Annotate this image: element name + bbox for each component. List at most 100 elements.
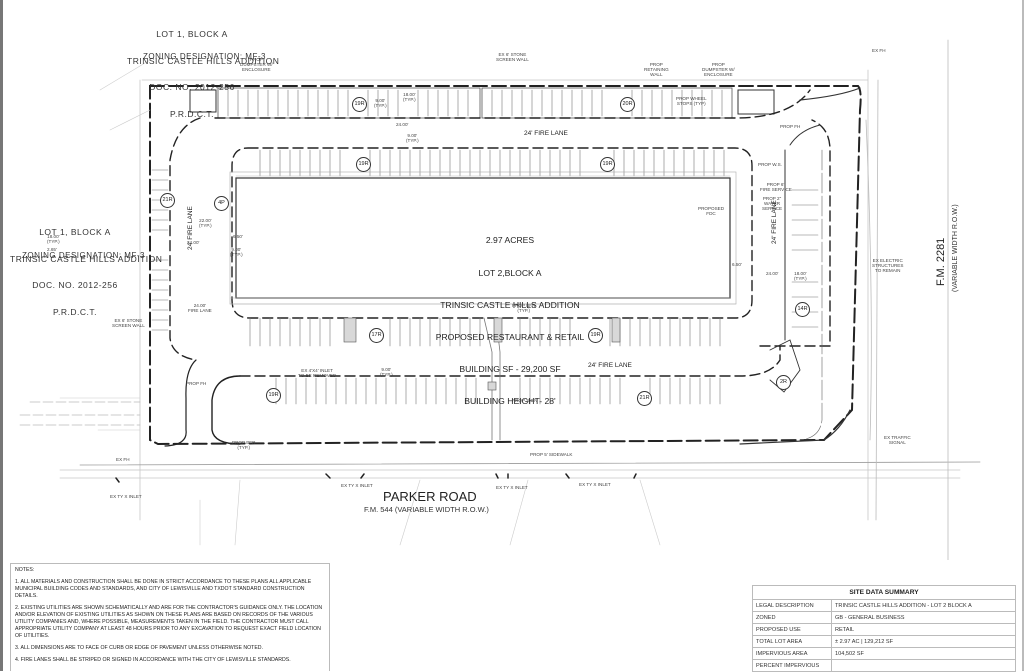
parking-tag: 19R — [356, 157, 371, 172]
site-building-height: BUILDING HEIGHT- 28' — [464, 396, 556, 407]
dimension-label: 24.00' — [396, 122, 409, 127]
callout-prop-fh-ne: PROP FH — [780, 124, 801, 129]
summary-label: TOTAL LOT AREA — [752, 635, 832, 648]
note-item: 1. ALL MATERIALS AND CONSTRUCTION SHALL … — [15, 579, 312, 600]
dimension-label: 9.00' (TYP.) — [374, 98, 387, 109]
callout-fire-service: PROP 6" FIRE SERVICE — [760, 182, 792, 193]
parking-tag: 17R — [369, 328, 384, 343]
callout-water-service: PROP 2" WATER SERVICE — [762, 196, 783, 212]
dimension-label: 9.00' (TYP.) — [406, 133, 419, 144]
site-description-label: 2.97 ACRES LOT 2,BLOCK A TRINSIC CASTLE … — [380, 214, 640, 418]
callout-bfr-sw: PROP BFR (TYP.) — [232, 440, 256, 451]
callout-inlet-sw: EX TY X INLET — [110, 494, 142, 499]
dimension-label: 24.00' FIRE LANE — [188, 303, 212, 314]
notes-panel: NOTES: 1. ALL MATERIALS AND CONSTRUCTION… — [10, 563, 330, 671]
summary-value: TRINSIC CASTLE HILLS ADDITION - LOT 2 BL… — [831, 599, 1016, 612]
fire-lane-north-label: 24' FIRE LANE — [524, 130, 568, 137]
callout-prop-fh-sw: PROP FH — [186, 381, 207, 386]
dimension-label: 2.65' — [47, 247, 57, 252]
property-boundary — [149, 85, 862, 446]
site-acres: 2.97 ACRES — [485, 235, 535, 246]
callout-retaining-wall: PROP RETAINING WALL — [644, 62, 669, 78]
parking-tag: 19R — [588, 328, 603, 343]
dimension-label: 9.00' (TYP.) — [230, 247, 243, 258]
dimension-label: 24.00' — [187, 240, 200, 245]
left-parcel-line: P.R.D.C.T. — [52, 307, 98, 318]
summary-value: RETAIL — [831, 623, 1016, 636]
note-item: 4. FIRE LANES SHALL BE STRIPED OR SIGNED… — [15, 657, 291, 664]
parking-tag: 19R — [266, 388, 281, 403]
callout-screen-wall-north: EX 6' STONE SCREEN WALL — [496, 52, 529, 63]
callout-dumpster-west: PROP DUMPSTER W/ ENCLOSURE — [240, 57, 273, 73]
page-right-border — [1022, 0, 1024, 671]
dimension-label: 6.50' — [732, 262, 742, 267]
callout-electric-structures: EX ELECTRIC STRUCTURES TO REMAIN — [872, 258, 904, 274]
left-zoning-label: ZONING DESIGNATION: MF-3 — [22, 251, 145, 260]
callout-wheel-stops: PROP WHEEL STOPS (TYP) — [676, 96, 707, 107]
callout-fdc: PROPOSED FDC — [698, 206, 725, 217]
callout-prop-sign: PROP SIGN — [512, 398, 538, 403]
parker-road-label: PARKER ROAD — [383, 489, 477, 504]
top-parcel-line: DOC. NO. 2012-256 — [149, 82, 235, 93]
note-item: 3. ALL DIMENSIONS ARE TO FACE OF CURB OR… — [15, 645, 263, 652]
parking-tag: 20R — [620, 97, 635, 112]
callout-dumpster-east: PROP DUMPSTER W/ ENCLOSURE — [702, 62, 735, 78]
top-zoning-label: ZONING DESIGNATION: MF-3 — [143, 52, 266, 61]
callout-screen-wall-west: EX 6' STONE SCREEN WALL — [112, 318, 145, 329]
site-addition: TRINSIC CASTLE HILLS ADDITION — [440, 299, 580, 310]
summary-value: ± 2.97 AC | 129,212 SF — [831, 635, 1016, 648]
parking-tag: 2R — [776, 375, 791, 390]
dimension-label: 18.00' (TYP.) — [403, 92, 416, 103]
parker-road-sub-label: F.M. 544 (VARIABLE WIDTH R.O.W.) — [364, 505, 489, 514]
fm-2281-label: F.M. 2281 — [935, 237, 947, 286]
table-row: TOTAL LOT AREA± 2.97 AC | 129,212 SF — [752, 635, 1016, 648]
page-left-border — [0, 0, 3, 671]
parking-tag: 19R — [352, 97, 367, 112]
parking-tag: 21R — [637, 391, 652, 406]
callout-inlet-removed: EX 4'X4' INLET TO BE REMOVED — [298, 368, 337, 379]
fm-2281-sub-label: (VARIABLE WIDTH R.O.W.) — [952, 204, 959, 292]
dimension-label: 6.50' — [233, 234, 243, 239]
site-use: PROPOSED RESTAURANT & RETAIL — [435, 332, 585, 343]
left-parcel-label: LOT 1, BLOCK A TRINSIC CASTLE HILLS ADDI… — [10, 210, 163, 326]
table-row: PERCENT IMPERVIOUS — [752, 659, 1016, 672]
left-parcel-line: LOT 1, BLOCK A — [39, 226, 111, 237]
parking-tag: 4P — [214, 196, 229, 211]
left-parcel-line: TRINSIC CASTLE HILLS ADDITION — [10, 253, 163, 264]
parking-tag: 21R — [160, 193, 175, 208]
notes-heading: NOTES: — [15, 567, 35, 573]
dimension-label: 18.00' (TYP.) — [47, 234, 60, 245]
callout-sidewalk: PROP 5' SIDEWALK — [530, 452, 573, 457]
left-parcel-line: DOC. NO. 2012-256 — [32, 280, 118, 291]
top-parcel-line: TRINSIC CASTLE HILLS ADDITION — [127, 55, 280, 66]
summary-title: SITE DATA SUMMARY — [752, 585, 1016, 600]
top-parcel-line: LOT 1, BLOCK A — [156, 28, 228, 39]
callout-inlet: EX TY X INLET — [496, 485, 528, 490]
summary-label: PROPOSED USE — [752, 623, 832, 636]
summary-value: 104,502 SF — [831, 647, 1016, 660]
note-item: 2. EXISTING UTILITIES ARE SHOWN SCHEMATI… — [15, 605, 323, 640]
callout-traffic-signal: EX TRAFFIC SIGNAL — [884, 435, 911, 446]
dimension-label: 9.00' (TYP.) — [380, 367, 393, 378]
summary-value — [831, 659, 1016, 672]
summary-label: IMPERVIOUS AREA — [752, 647, 832, 660]
parking-tag: 14R — [795, 302, 810, 317]
dimension-label: 18.00' (TYP.) — [794, 271, 807, 282]
top-parcel-line: P.R.D.C.T. — [169, 109, 215, 120]
callout-ex-fh-ne: EX FH — [872, 48, 886, 53]
parking-tag: 19R — [600, 157, 615, 172]
fire-lane-south-label: 24' FIRE LANE — [588, 362, 632, 369]
summary-label: PERCENT IMPERVIOUS — [752, 659, 832, 672]
callout-inlet: EX TY X INLET — [579, 482, 611, 487]
site-lot: LOT 2,BLOCK A — [478, 267, 542, 278]
callout-prop-ws: PROP W.S. — [758, 162, 782, 167]
summary-label: LEGAL DESCRIPTION — [752, 599, 832, 612]
dimension-label: 24.00' — [766, 271, 779, 276]
dimension-label: 22.00' (TYP.) — [199, 218, 212, 229]
summary-value: GB - GENERAL BUSINESS — [831, 611, 1016, 624]
